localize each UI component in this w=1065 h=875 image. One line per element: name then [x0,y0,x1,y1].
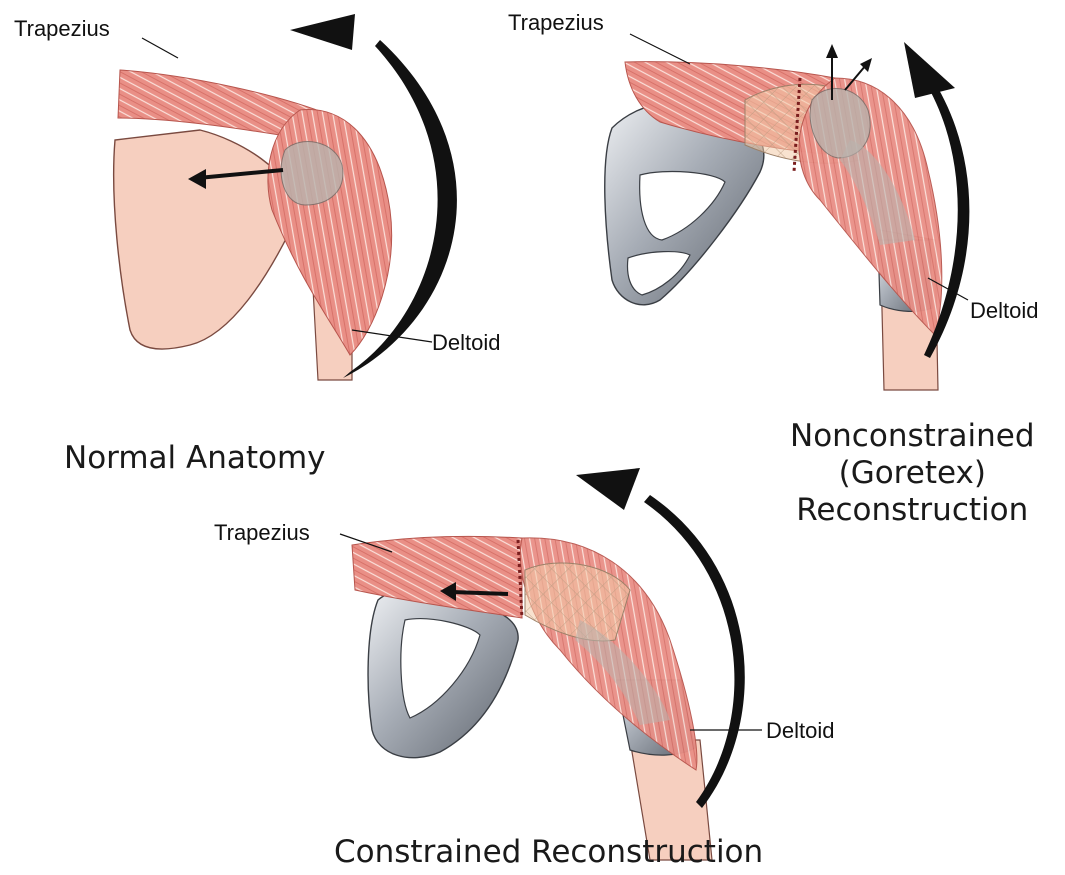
caption-constrained: Constrained Reconstruction [334,834,763,871]
humeral-head [281,142,343,205]
rotation-arrow-head [290,14,355,50]
deltoid-label: Deltoid [970,300,1038,322]
panel-constrained [340,468,762,860]
panel-nonconstrained [605,34,970,390]
caption-normal-anatomy: Normal Anatomy [64,440,326,477]
trapezius-leader [142,38,178,58]
force-arrow-up-head [826,44,838,58]
trapezius-leader [630,34,690,64]
caption-line: Normal Anatomy [64,440,326,477]
deltoid-muscle [268,110,392,355]
rotation-arrow-head [904,42,955,98]
caption-line: Constrained Reconstruction [334,834,763,871]
panel-normal-anatomy [114,14,457,380]
trapezius-label: Trapezius [214,522,310,544]
deltoid-label: Deltoid [766,720,834,742]
trapezius-label: Trapezius [14,18,110,40]
caption-nonconstrained: Nonconstrained (Goretex) Reconstruction [790,418,1035,530]
caption-line: Reconstruction [790,492,1035,529]
caption-line: Nonconstrained [790,418,1035,455]
caption-line: (Goretex) [790,455,1035,492]
trapezius-label: Trapezius [508,12,604,34]
force-arrow [452,592,508,594]
rotation-arrow-head [576,468,640,510]
deltoid-label: Deltoid [432,332,500,354]
